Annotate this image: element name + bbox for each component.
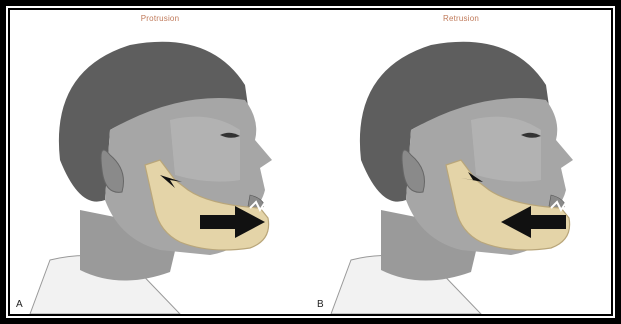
panel-letter: B [317,299,324,310]
panel-protrusion: Protrusion A [10,10,310,314]
panel-title: Retrusion [311,14,611,23]
panel-letter: A [16,299,23,310]
figure-canvas: Protrusion A Retrusion B [10,10,611,314]
panel-retrusion: Retrusion B [311,10,611,314]
head-illustration-retrusion [311,10,611,314]
head-illustration-protrusion [10,10,310,314]
panel-title: Protrusion [10,14,310,23]
